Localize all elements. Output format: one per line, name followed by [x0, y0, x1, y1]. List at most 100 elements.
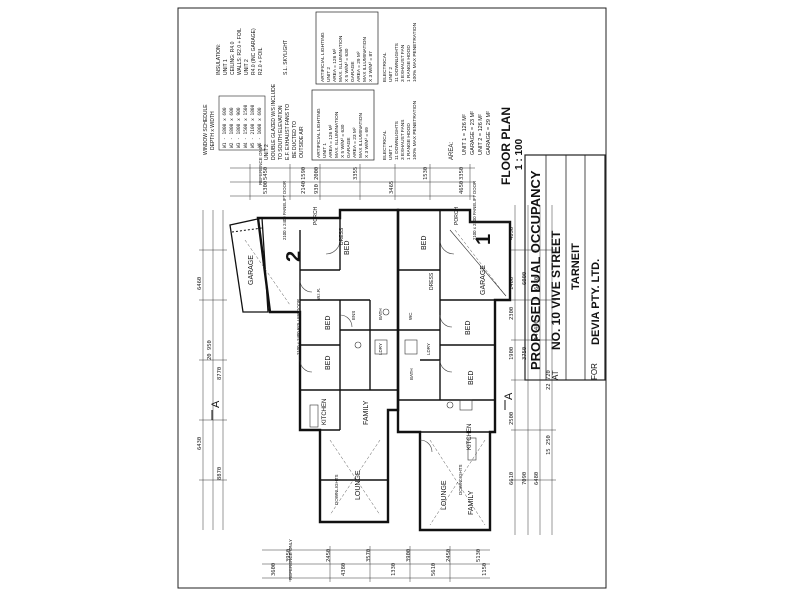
dims-bottom: 3950 2450 3570 3900 2450 5130 3600 4380 … — [271, 549, 488, 576]
room-labels: 2 1 GARAGE GARAGE BED BED BED BED BED BE… — [248, 207, 495, 515]
electrical-line: 1 RANGE HOOD — [406, 123, 412, 160]
panelift-door-unit1: 2100 x 2400 PANELIFT DOOR — [472, 181, 477, 240]
lighting-line: X 5 W/M² = 630 — [344, 48, 350, 82]
glazing-line: UNIT 2 — [264, 144, 270, 160]
insulation-line: R2.0 + FOIL — [258, 47, 264, 75]
lighting-unit1: ARTIFICIAL LIGHTING UNIT 1 AREA = 126 M²… — [311, 89, 375, 161]
dimension-lines — [199, 164, 556, 582]
dim-label: 15 250 — [546, 435, 552, 455]
exhaust-line: BE DUCTED TO — [292, 121, 298, 158]
unit2-kitchen: KITCHEN — [322, 399, 328, 425]
fixtures — [309, 308, 477, 461]
dims-right: 4050 6000 1400 2300 1900 3750 2500 14 48… — [509, 227, 552, 485]
dim-label: 1590 — [301, 167, 307, 180]
lighting-unit2: ARTIFICIAL LIGHTING UNIT 2 AREA = 126 M²… — [315, 11, 379, 85]
ceiling-lines — [244, 229, 506, 526]
dim-label: 6610 — [509, 472, 515, 485]
plan-title: FLOOR PLAN — [499, 107, 513, 185]
dim-label: 3350 — [459, 167, 465, 180]
unit2-garage-label: GARAGE — [248, 255, 255, 285]
unit2-dress: DRESS — [339, 227, 345, 245]
dim-label: 22 720 — [546, 370, 552, 390]
dim-label: 3465 — [389, 181, 395, 194]
electrical-line: 1 RANGE HOOD — [406, 45, 412, 82]
section-marker-left: A — [210, 400, 222, 408]
insulation-notes: INSULATION: UNIT 1 CEILING: R4.0 WALLS: … — [216, 28, 264, 75]
title-at: AT — [551, 370, 560, 380]
dim-label: 4380 — [341, 563, 347, 576]
unit1-dress: DRESS — [429, 272, 435, 290]
lighting-line: GARAGE — [350, 61, 356, 82]
dim-label: 6430 — [534, 277, 540, 290]
electrical-line: 3 EXHAUST FAN — [400, 44, 406, 82]
unit2-bed-3: BED — [325, 356, 332, 370]
dim-label: 3600 — [271, 563, 277, 576]
unit1-wc: WC — [408, 312, 413, 320]
unit1-bath: BATH — [409, 368, 414, 380]
electrical-line: 11 DOWNLIGHTS — [394, 121, 400, 160]
lighting-line: ARTIFICIAL LIGHTING — [316, 108, 322, 158]
glazing-line: TO SOUTH ELEVATION — [278, 105, 284, 160]
unit1-downlights: DOWNLIGHTS — [458, 464, 463, 495]
unit2-bed-2: BED — [325, 316, 332, 330]
area-line-4: GARAGE = 29 M² — [486, 111, 492, 155]
unit2-ldry: LDRY — [378, 343, 383, 355]
unit2-bath: BATH — [378, 308, 383, 320]
dims-top: 5450 1590 2000 3355 1530 3350 5300 2140 … — [263, 167, 465, 194]
area-heading: AREA: — [449, 142, 455, 160]
lighting-line: AREA = 23 M² — [352, 127, 358, 158]
dim-label: 2140 — [301, 181, 307, 194]
lighting-line: MAX ILLUMINATION — [358, 113, 364, 158]
lighting-line: GARAGE — [346, 137, 352, 158]
lighting-line: X 5 W/M² = 630 — [340, 124, 346, 158]
dim-label: 2000 — [314, 167, 320, 180]
dims-left: 6460 20 950 8770 6430 8870 — [197, 277, 223, 480]
plan-scale: 1 : 100 — [514, 138, 525, 170]
dim-label: 6430 — [197, 437, 203, 450]
area-line-2: GARAGE = 23 M² — [470, 111, 476, 155]
title-line3: TARNEIT — [570, 243, 582, 290]
electrical-line: 3 EXHAUST FANS — [400, 120, 406, 160]
electrical-line: 11 DOWNLIGHTS — [394, 43, 400, 82]
section-marker-right: A — [503, 392, 515, 400]
exhaust-note: E.F. EXHAUST FANS TO BE DUCTED TO OUTSID… — [285, 104, 305, 160]
lighting-line: MAX. ILLUMINATION — [334, 111, 340, 158]
dim-label: 2450 — [446, 549, 452, 562]
plan-title-group: FLOOR PLAN — [499, 107, 513, 185]
dim-label: 20 950 — [207, 340, 213, 360]
window-row: W6 - 1000 x 600 — [257, 107, 263, 148]
lighting-line: AREA = 126 M² — [328, 124, 334, 158]
dim-label: 8870 — [217, 467, 223, 480]
unit2-garage-outline — [229, 217, 269, 313]
window-schedule-sub: DEPTH x WIDTH — [210, 111, 216, 150]
window-schedule: WINDOW SCHEDULE DEPTH x WIDTH W1 - 1800 … — [203, 95, 266, 155]
electrical-line: ELECTRICAL — [382, 52, 388, 82]
lighting-line: ARTIFICIAL LIGHTING — [320, 32, 326, 82]
unit1-family: FAMILY — [468, 490, 475, 515]
insulation-line: WALLS: R2.0 + FOIL — [237, 28, 243, 75]
panelift-door-unit2: 2100 x 2400 PANELIFT DOOR — [282, 181, 287, 240]
glazing-note: UNIT 2 DOUBLE GLAZED W/S INCLUDE TO SOUT… — [264, 83, 284, 160]
area-line-1: UNIT 1 = 126 M² — [462, 114, 468, 155]
unit2-ens: ENS — [351, 311, 356, 320]
window-row: W1 - 1800 x 600 — [222, 107, 228, 148]
dim-label: 5450 — [263, 167, 269, 180]
dim-label: 14 480 — [534, 320, 540, 340]
skylight-note: S.L. SKYLIGHT — [283, 40, 289, 75]
area-line-3: UNIT 2 = 126 M² — [478, 114, 484, 155]
lighting-line: UNIT 2 — [326, 67, 332, 82]
unit2-lounge: LOUNGE — [355, 470, 362, 500]
exhaust-line: OUTSIDE AIR — [299, 126, 305, 158]
window-row: W4 - 1500 x 1500 — [243, 104, 249, 148]
title-line2: NO. 10 VIVE STREET — [549, 230, 563, 350]
insulation-line: CEILING: R4.0 — [230, 41, 236, 75]
electrical-unit2: ELECTRICAL UNIT 2 11 DOWNLIGHTS 3 EXHAUS… — [382, 22, 418, 82]
unit2-wir: W.I.R. — [316, 288, 321, 300]
unit2-porch: PORCH — [313, 207, 319, 225]
dim-label: 7090 — [522, 472, 528, 485]
dim-label: 6480 — [534, 472, 540, 485]
dim-label: 5610 — [431, 563, 437, 576]
dim-label: 2450 — [326, 549, 332, 562]
unit1-garage-label: GARAGE — [480, 265, 487, 295]
lighting-line: MAX ILLUMINATION — [362, 37, 368, 82]
